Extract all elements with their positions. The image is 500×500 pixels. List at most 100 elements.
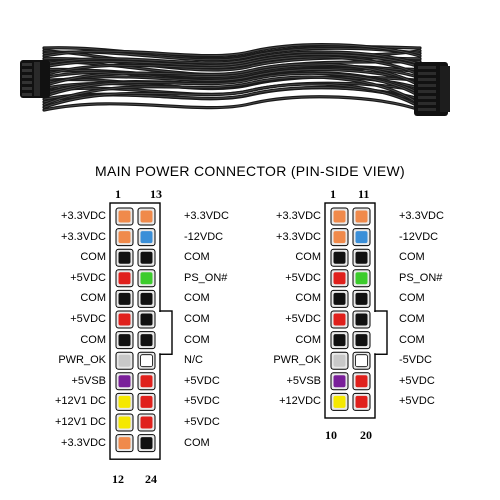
connector20-right-label-4: PS_ON# [399,271,443,284]
connector24-pin-number-bottom-left: 12 [112,472,124,486]
connector24-left-label-6: +5VDC [70,313,106,325]
connector24-pin-b2 [137,228,156,247]
cable-wires [42,43,422,112]
connector24-pin-b5 [137,289,156,308]
connector20-pin-b5 [352,289,371,308]
connector20-pin-b9 [352,372,371,391]
connector20-left-label-7: COM [295,333,321,346]
connector24-right-label-5: COM [184,292,210,305]
connector20-pin-b3 [352,248,371,267]
connector24-pin-a7 [115,331,134,350]
connector20-pin-b8 [352,351,371,370]
connector24-pin-b12 [137,434,156,453]
cable-left-connector [20,60,50,98]
connector24-pin-b6 [137,310,156,329]
connector24-left-label-5: COM [80,292,106,305]
connector24-pin-a10 [115,392,134,411]
connector24-left-label-12: +3.3VDC [61,436,106,449]
connector20-pin-a3 [330,248,349,267]
connector20-pin-b4 [352,269,371,288]
connector20-right-label-2: -12VDC [399,230,439,243]
connector24-pin-a6 [115,310,134,329]
atx-extension-cable-photo [20,43,450,116]
connector20-pin-b6 [352,310,371,329]
connector24-pin-number-top-left: 1 [115,187,121,201]
connector24-left-label-11: +12V1 DC [54,416,106,428]
connector20-pin-a5 [330,289,349,308]
connector20-left-label-2: +3.3VDC [276,230,321,243]
connector24-pin-a4 [115,269,134,288]
connector24-left-label-4: +5VDC [70,271,106,284]
connector20-right-label-10: +5VDC [399,395,435,408]
connector20-right-label-7: COM [399,333,425,346]
connector20-right-label-1: +3.3VDC [399,210,444,222]
connector24-pin-a11 [115,413,134,432]
diagram-title: MAIN POWER CONNECTOR (PIN-SIDE VIEW) [95,163,405,179]
connector20-pin-b1 [352,207,371,226]
cable-right-connector [414,62,450,116]
connector24-pin-b8 [137,351,156,370]
connector20-pin-a6 [330,310,349,329]
connector20-left-label-4: +5VDC [285,271,321,284]
connector24-left-label-8: PWR_OK [58,354,106,367]
connector20-pin-b2 [352,228,371,247]
connector20-left-label-1: +3.3VDC [276,210,321,222]
connector24-left-label-3: COM [80,251,106,264]
connector20-left-label-9: +5VSB [286,374,321,387]
connector20-pin-a9 [330,372,349,391]
connector24-pin-a1 [115,207,134,226]
connector24-right-label-2: -12VDC [184,230,224,243]
connector24-pin-a8 [115,351,134,370]
connector20-pin-number-bottom-left: 10 [325,428,337,442]
connector20-left-label-3: COM [295,251,321,264]
connector24-pin-a3 [115,248,134,267]
connector20-pin-a2 [330,228,349,247]
connector20-pin-a1 [330,207,349,226]
connector20-pin-number-top-left: 1 [330,187,336,201]
connector24-right-label-4: PS_ON# [184,271,228,284]
connector20-pin-number-bottom-right: 20 [360,428,372,442]
connector24-pin-b1 [137,207,156,226]
connector24-left-label-7: COM [80,333,106,346]
connector20-right-label-9: +5VDC [399,374,435,387]
connector20-pin-b7 [352,331,371,350]
connector24-left-label-1: +3.3VDC [61,210,106,222]
connector24-pin-b10 [137,392,156,411]
connector24-pin-a5 [115,289,134,308]
connector24-right-label-3: COM [184,251,210,264]
connector24-left-label-9: +5VSB [71,374,106,387]
connector24-right-label-11: +5VDC [184,416,220,428]
connector24-pin-number-top-right: 13 [150,187,162,201]
connector24-pin-b11 [137,413,156,432]
connector24-right-label-9: +5VDC [184,374,220,387]
connector20-pin-b10 [352,392,371,411]
connector20-left-label-10: +12VDC [279,395,321,408]
connector24-left-label-10: +12V1 DC [54,395,106,408]
connector20-right-label-6: COM [399,313,425,325]
connector24-pin-b4 [137,269,156,288]
connector20-pin-a8 [330,351,349,370]
connector24-right-label-10: +5VDC [184,395,220,408]
connector24-pin-a12 [115,434,134,453]
connector24-pin-b9 [137,372,156,391]
connector24-pin-a2 [115,228,134,247]
connector20-left-label-8: PWR_OK [273,354,321,367]
connector24-pin-b7 [137,331,156,350]
connector24-left-label-2: +3.3VDC [61,230,106,243]
connector20-pin-a4 [330,269,349,288]
connector24-right-label-7: COM [184,333,210,346]
connector20-right-label-3: COM [399,251,425,264]
connector20-pin-a10 [330,392,349,411]
connector24-pin-number-bottom-right: 24 [145,472,157,486]
connector24-pin-b3 [137,248,156,267]
connector24-right-label-8: N/C [184,354,203,367]
connector24-right-label-12: COM [184,436,210,449]
connector24-right-label-1: +3.3VDC [184,210,229,222]
connector20-pin-a7 [330,331,349,350]
connector20-right-label-8: -5VDC [399,354,433,367]
connector24-right-label-6: COM [184,313,210,325]
connector20-right-label-5: COM [399,292,425,305]
